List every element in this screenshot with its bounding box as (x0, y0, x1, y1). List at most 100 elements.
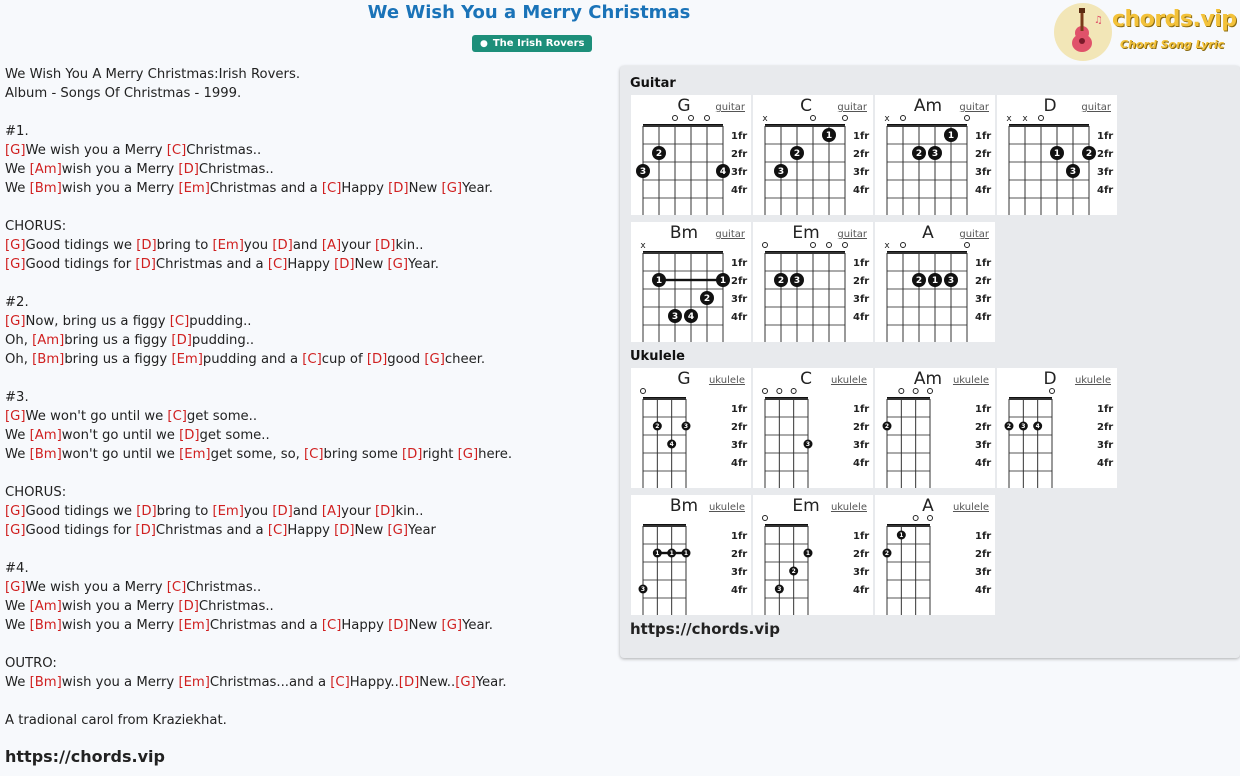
instrument-link[interactable]: ukulele (1074, 375, 1111, 386)
chord-link[interactable]: [G] (5, 523, 26, 538)
chord-link[interactable]: [Am] (29, 428, 62, 443)
chord-link[interactable]: [D] (135, 257, 156, 272)
chord-link[interactable]: [Bm] (32, 352, 65, 367)
instrument-link[interactable]: guitar (715, 102, 745, 113)
chord-link[interactable]: [D] (375, 238, 396, 253)
chord-link[interactable]: [D] (135, 523, 156, 538)
chord-link[interactable]: [D] (272, 504, 293, 519)
chord-link[interactable]: [D] (136, 504, 157, 519)
chord-link[interactable]: [D] (388, 618, 409, 633)
instrument-link[interactable]: guitar (715, 229, 745, 240)
chord-link[interactable]: [C] (321, 618, 342, 633)
site-logo[interactable]: ♫ chords.vip Chord Song Lyric (1054, 3, 1237, 61)
chord-link[interactable]: [Em] (212, 504, 244, 519)
finger-dot (912, 273, 926, 287)
chord-link[interactable]: [G] (441, 618, 463, 633)
chord-link[interactable]: [Em] (178, 675, 210, 690)
lyric-text: Album - Songs Of Christmas - 1999. (5, 86, 242, 101)
chord-link[interactable]: [Em] (178, 618, 210, 633)
chord-link[interactable]: [D] (272, 238, 293, 253)
instrument-link[interactable]: ukulele (830, 375, 867, 386)
chord-link[interactable]: [A] (321, 238, 342, 253)
instrument-link[interactable]: ukulele (952, 502, 989, 513)
chord-link[interactable]: [C] (302, 352, 322, 367)
chord-link[interactable]: [D] (402, 447, 423, 462)
chord-link[interactable]: [Bm] (29, 447, 62, 462)
chord-link[interactable]: [G] (5, 257, 26, 272)
chord-link[interactable]: [G] (5, 504, 26, 519)
instrument-link[interactable]: ukulele (708, 502, 745, 513)
chord-link[interactable]: [G] (5, 580, 26, 595)
instrument-link[interactable]: ukulele (708, 375, 745, 386)
footer-url[interactable]: https://chords.vip (5, 747, 165, 766)
chord-link[interactable]: [D] (334, 257, 355, 272)
chord-link[interactable]: [C] (304, 447, 324, 462)
chord-link[interactable]: [Am] (29, 599, 62, 614)
chord-link[interactable]: [G] (5, 143, 26, 158)
chord-link[interactable]: [D] (178, 599, 199, 614)
chord-link[interactable]: [C] (166, 143, 187, 158)
artist-badge[interactable]: ●The Irish Rovers (472, 35, 593, 52)
finger-number: 1 (670, 550, 674, 557)
instrument-link[interactable]: guitar (837, 102, 867, 113)
chord-link[interactable]: [Em] (179, 447, 211, 462)
instrument-link[interactable]: guitar (959, 102, 989, 113)
chord-link[interactable]: [C] (169, 314, 190, 329)
chord-link[interactable]: [Am] (29, 162, 62, 177)
open-string-marker (900, 242, 906, 248)
chord-link[interactable]: [G] (5, 409, 26, 424)
chord-link[interactable]: [Em] (178, 181, 210, 196)
fret-label: 3fr (731, 294, 747, 305)
chord-link[interactable]: [G] (455, 675, 476, 690)
instrument-link[interactable]: ukulele (830, 502, 867, 513)
instrument-link[interactable]: guitar (837, 229, 867, 240)
panel-url[interactable]: https://chords.vip (630, 620, 780, 638)
chord-link[interactable]: [D] (334, 523, 355, 538)
chord-link[interactable]: [G] (457, 447, 479, 462)
chord-link[interactable]: [C] (321, 181, 342, 196)
chord-link[interactable]: [G] (441, 181, 463, 196)
instrument-link[interactable]: guitar (959, 229, 989, 240)
chord-link[interactable]: [D] (179, 428, 200, 443)
chord-link[interactable]: [G] (387, 257, 409, 272)
chord-link[interactable]: [C] (267, 257, 288, 272)
chord-link[interactable]: [D] (375, 504, 396, 519)
chord-link[interactable]: [Bm] (29, 181, 62, 196)
instrument-link[interactable]: ukulele (952, 375, 989, 386)
chord-link[interactable]: [D] (136, 238, 157, 253)
chord-link[interactable]: [D] (398, 675, 420, 690)
chord-link[interactable]: [C] (330, 675, 350, 690)
chord-link[interactable]: [Em] (171, 352, 203, 367)
chord-link[interactable]: [G] (387, 523, 409, 538)
chord-link[interactable]: [G] (5, 238, 26, 253)
chord-link[interactable]: [C] (267, 523, 288, 538)
chord-link[interactable]: [Am] (32, 333, 65, 348)
chord-link[interactable]: [D] (366, 352, 388, 367)
chord-link[interactable]: [A] (321, 504, 342, 519)
chord-link[interactable]: [Em] (212, 238, 244, 253)
chord-link[interactable]: [Bm] (29, 675, 62, 690)
chord-link[interactable]: [Bm] (29, 618, 62, 633)
chord-link[interactable]: [D] (178, 162, 199, 177)
chord-link[interactable]: [D] (388, 181, 409, 196)
chord-link[interactable]: [G] (5, 314, 26, 329)
chord-link[interactable]: [C] (166, 580, 187, 595)
chord-link[interactable]: [D] (171, 333, 192, 348)
chord-link[interactable]: [G] (424, 352, 445, 367)
chord-link[interactable]: [C] (167, 409, 187, 424)
instrument-link[interactable]: guitar (1081, 102, 1111, 113)
